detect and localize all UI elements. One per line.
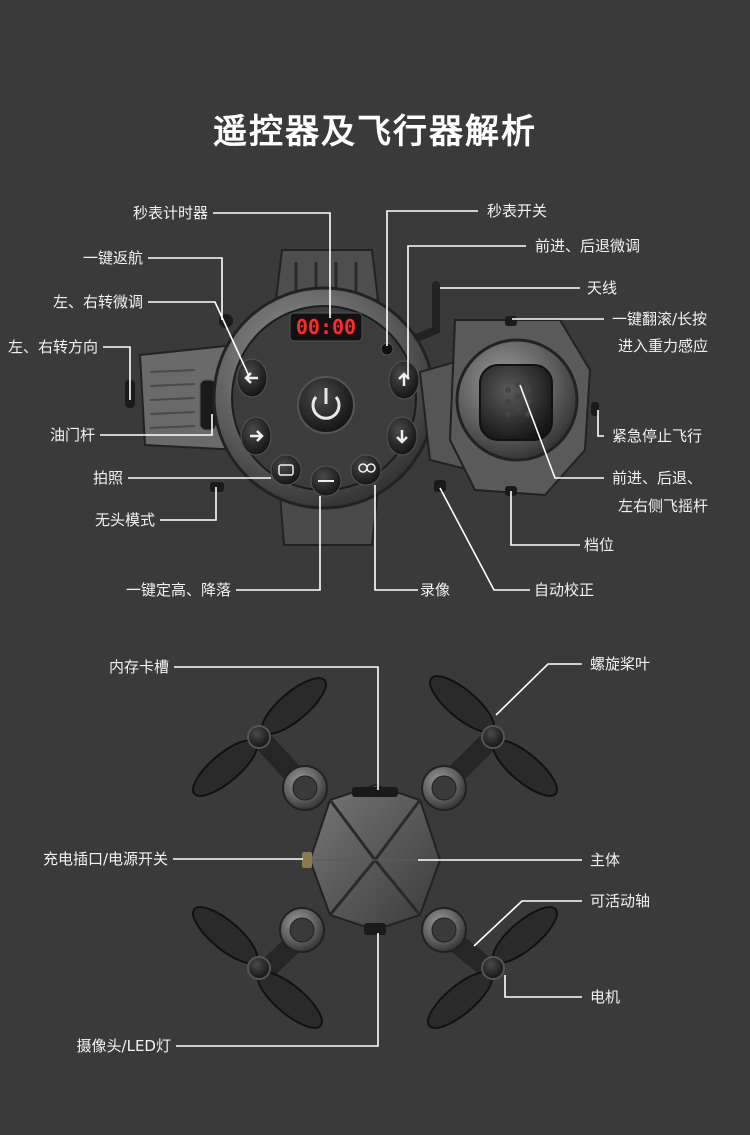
label-left-right-trim: 左、右转微调 [52, 293, 143, 311]
charging-port [302, 852, 312, 868]
label-forward-back-trim: 前进、后退微调 [535, 237, 641, 255]
label-flip-line2: 进入重力感应 [618, 337, 709, 355]
label-direction-stick-line2: 左右侧飞摇杆 [618, 497, 709, 515]
watch-strap-top [274, 249, 380, 301]
label-gear: 档位 [584, 536, 615, 554]
direction-joystick [479, 364, 553, 441]
motors [279, 765, 467, 953]
label-direction-stick-line1: 前进、后退、 [612, 469, 703, 487]
headless-knob [210, 482, 224, 492]
label-auto-calibration: 自动校正 [534, 581, 595, 599]
remote-leader-lines [100, 210, 604, 591]
label-main-body: 主体 [590, 851, 621, 869]
label-headless-mode: 无头模式 [94, 511, 155, 529]
antenna [408, 281, 440, 344]
trim-buttons [236, 358, 420, 456]
label-charging-power-switch: 充电插口/电源开关 [42, 850, 168, 868]
label-photo: 拍照 [92, 469, 123, 487]
label-record-video: 录像 [420, 581, 451, 599]
label-antenna: 天线 [587, 279, 618, 297]
label-emergency-stop: 紧急停止飞行 [612, 427, 703, 445]
timer-display [289, 312, 363, 342]
camera-module [364, 923, 386, 935]
drone-leader-lines [173, 663, 582, 1047]
power-icon [311, 396, 341, 420]
memory-card-slot [352, 787, 398, 797]
calibration-knob [434, 480, 446, 492]
page-title: 遥控器及飞行器解析 [213, 112, 537, 152]
label-flip-line1: 一键翻滚/长按 [612, 310, 708, 328]
camera-icon [278, 464, 294, 476]
label-propeller: 螺旋桨叶 [590, 655, 651, 673]
label-left-right-direction: 左、右转方向 [7, 338, 98, 356]
label-throttle-stick: 油门杆 [49, 426, 95, 444]
label-movable-shaft: 可活动轴 [590, 892, 651, 910]
photo-button [270, 454, 302, 486]
emergency-knob [591, 402, 599, 416]
label-altitude-hold-landing: 一键定高、降落 [125, 581, 231, 599]
drone [192, 675, 558, 1029]
label-stopwatch-switch: 秒表开关 [487, 202, 548, 220]
label-stopwatch-timer: 秒表计时器 [132, 204, 208, 222]
label-motor: 电机 [590, 988, 621, 1006]
flip-knob [505, 316, 517, 326]
label-camera-led: 摄像头/LED灯 [76, 1037, 171, 1055]
label-one-key-return: 一键返航 [82, 249, 143, 267]
remote-controller: 00:00 [125, 249, 599, 546]
power-button [297, 376, 355, 434]
timer-display-text: 00:00 [296, 315, 356, 339]
label-memory-card-slot: 内存卡槽 [108, 658, 169, 676]
propeller-hubs [247, 725, 505, 980]
